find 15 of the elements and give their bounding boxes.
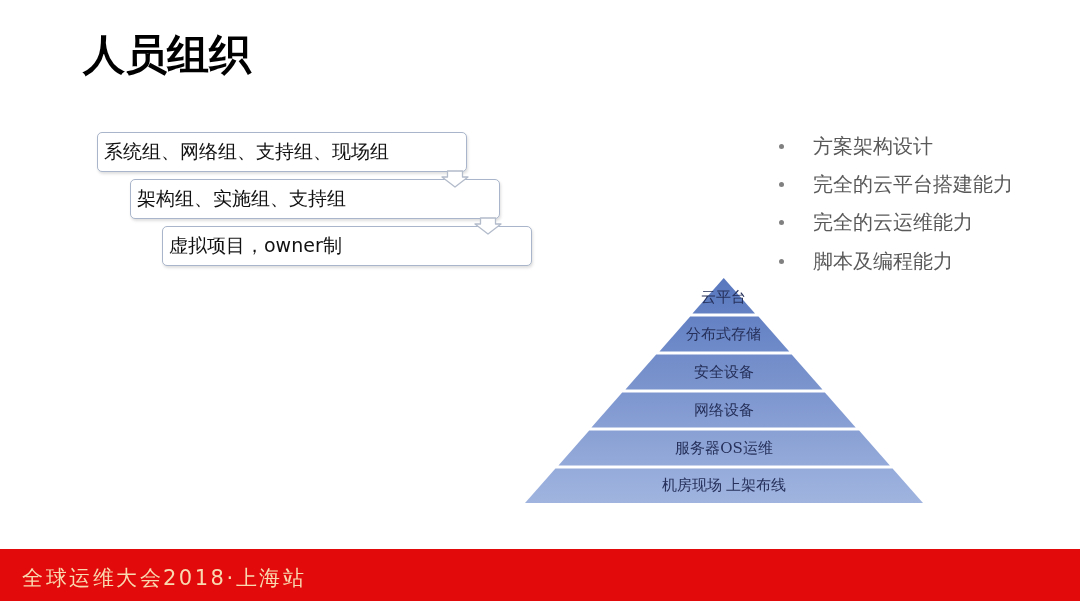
- arrow: [441, 170, 469, 188]
- group-box: 架构组、实施组、支持组: [130, 179, 500, 219]
- pyramid-level: 网络设备: [590, 391, 858, 429]
- bullet-text: 方案架构设计: [813, 133, 933, 160]
- pyramid-level: 机房现场 上架布线: [525, 467, 923, 503]
- group-box: 系统组、网络组、支持组、现场组: [97, 132, 467, 172]
- bullet-text: 完全的云平台搭建能力: [813, 171, 1013, 198]
- group-box: 虚拟项目，owner制: [162, 226, 532, 266]
- slide-title: 人员组织: [83, 29, 251, 81]
- footer-text: 全球运维大会2018·上海站: [22, 565, 307, 592]
- bullet-text: 脚本及编程能力: [813, 248, 953, 275]
- arrow: [474, 217, 502, 235]
- pyramid-level: 服务器OS运维: [556, 429, 892, 467]
- pyramid-level: 安全设备: [624, 353, 824, 391]
- bullet-text: 完全的云运维能力: [813, 209, 973, 236]
